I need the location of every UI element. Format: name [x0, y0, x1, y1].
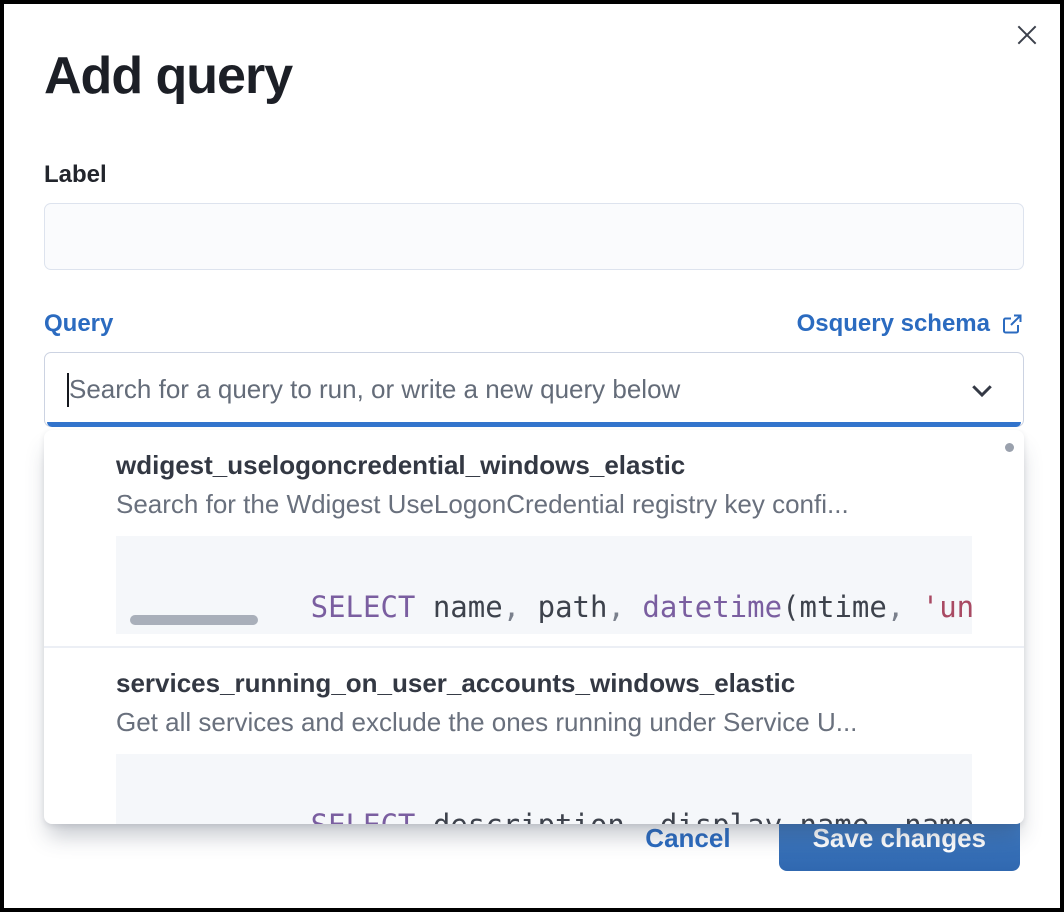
sql-token: datetime	[642, 590, 783, 624]
external-link-icon	[1003, 314, 1022, 334]
text-cursor	[67, 372, 69, 407]
sql-token: 'unixepoch'	[921, 590, 972, 624]
query-field-header: Query Osquery schema	[44, 310, 1024, 338]
query-option-sql: SELECT description, display_name, name, …	[116, 754, 972, 824]
osquery-schema-link-label: Osquery schema	[796, 310, 990, 337]
sql-token: name	[904, 808, 972, 824]
query-combobox-placeholder: Search for a query to run, or write a ne…	[69, 374, 681, 404]
query-option-description: Search for the Wdigest UseLogonCredentia…	[116, 489, 849, 519]
sql-token: display_name	[660, 808, 870, 824]
modal-title: Add query	[44, 47, 293, 105]
sql-token: ,	[625, 808, 660, 824]
query-option-description: Get all services and exclude the ones ru…	[116, 707, 858, 737]
sql-token: ,	[869, 808, 904, 824]
sql-token: description	[415, 808, 625, 824]
x-icon	[1017, 25, 1037, 45]
query-option[interactable]: services_running_on_user_accounts_window…	[44, 668, 1024, 824]
scrollbar-thumb[interactable]	[1005, 443, 1014, 452]
focus-underline	[47, 422, 1021, 427]
sql-token: SELECT	[310, 590, 416, 624]
sql-line: SELECT name, path, datetime(mtime, 'unix…	[116, 536, 972, 634]
query-option[interactable]: wdigest_uselogoncredential_windows_elast…	[44, 450, 1024, 634]
query-option-title: services_running_on_user_accounts_window…	[116, 668, 796, 698]
label-input[interactable]	[44, 203, 1024, 270]
sql-token: (mtime	[782, 590, 887, 624]
close-icon[interactable]	[1010, 18, 1044, 52]
sql-token: ,	[607, 590, 643, 624]
sql-token: ,	[502, 590, 538, 624]
query-suggestions-dropdown: wdigest_uselogoncredential_windows_elast…	[44, 430, 1024, 824]
query-option-title: wdigest_uselogoncredential_windows_elast…	[116, 450, 686, 480]
sql-line: SELECT description, display_name, name, …	[116, 754, 972, 824]
osquery-schema-link[interactable]: Osquery schema	[797, 310, 1024, 338]
query-option-sql: SELECT name, path, datetime(mtime, 'unix…	[116, 536, 972, 634]
query-combobox[interactable]: Search for a query to run, or write a ne…	[44, 352, 1024, 427]
sql-token: SELECT	[311, 808, 416, 824]
cancel-button[interactable]: Cancel	[645, 822, 731, 853]
code-horizontal-scrollbar[interactable]	[130, 615, 258, 625]
chevron-down-icon[interactable]	[967, 375, 997, 405]
query-field-label: Query	[44, 310, 114, 337]
option-divider	[44, 646, 1024, 648]
sql-token: path	[537, 590, 608, 624]
sql-token: ,	[886, 590, 922, 624]
label-field-label: Label	[44, 161, 107, 188]
sql-token: name	[415, 590, 503, 624]
